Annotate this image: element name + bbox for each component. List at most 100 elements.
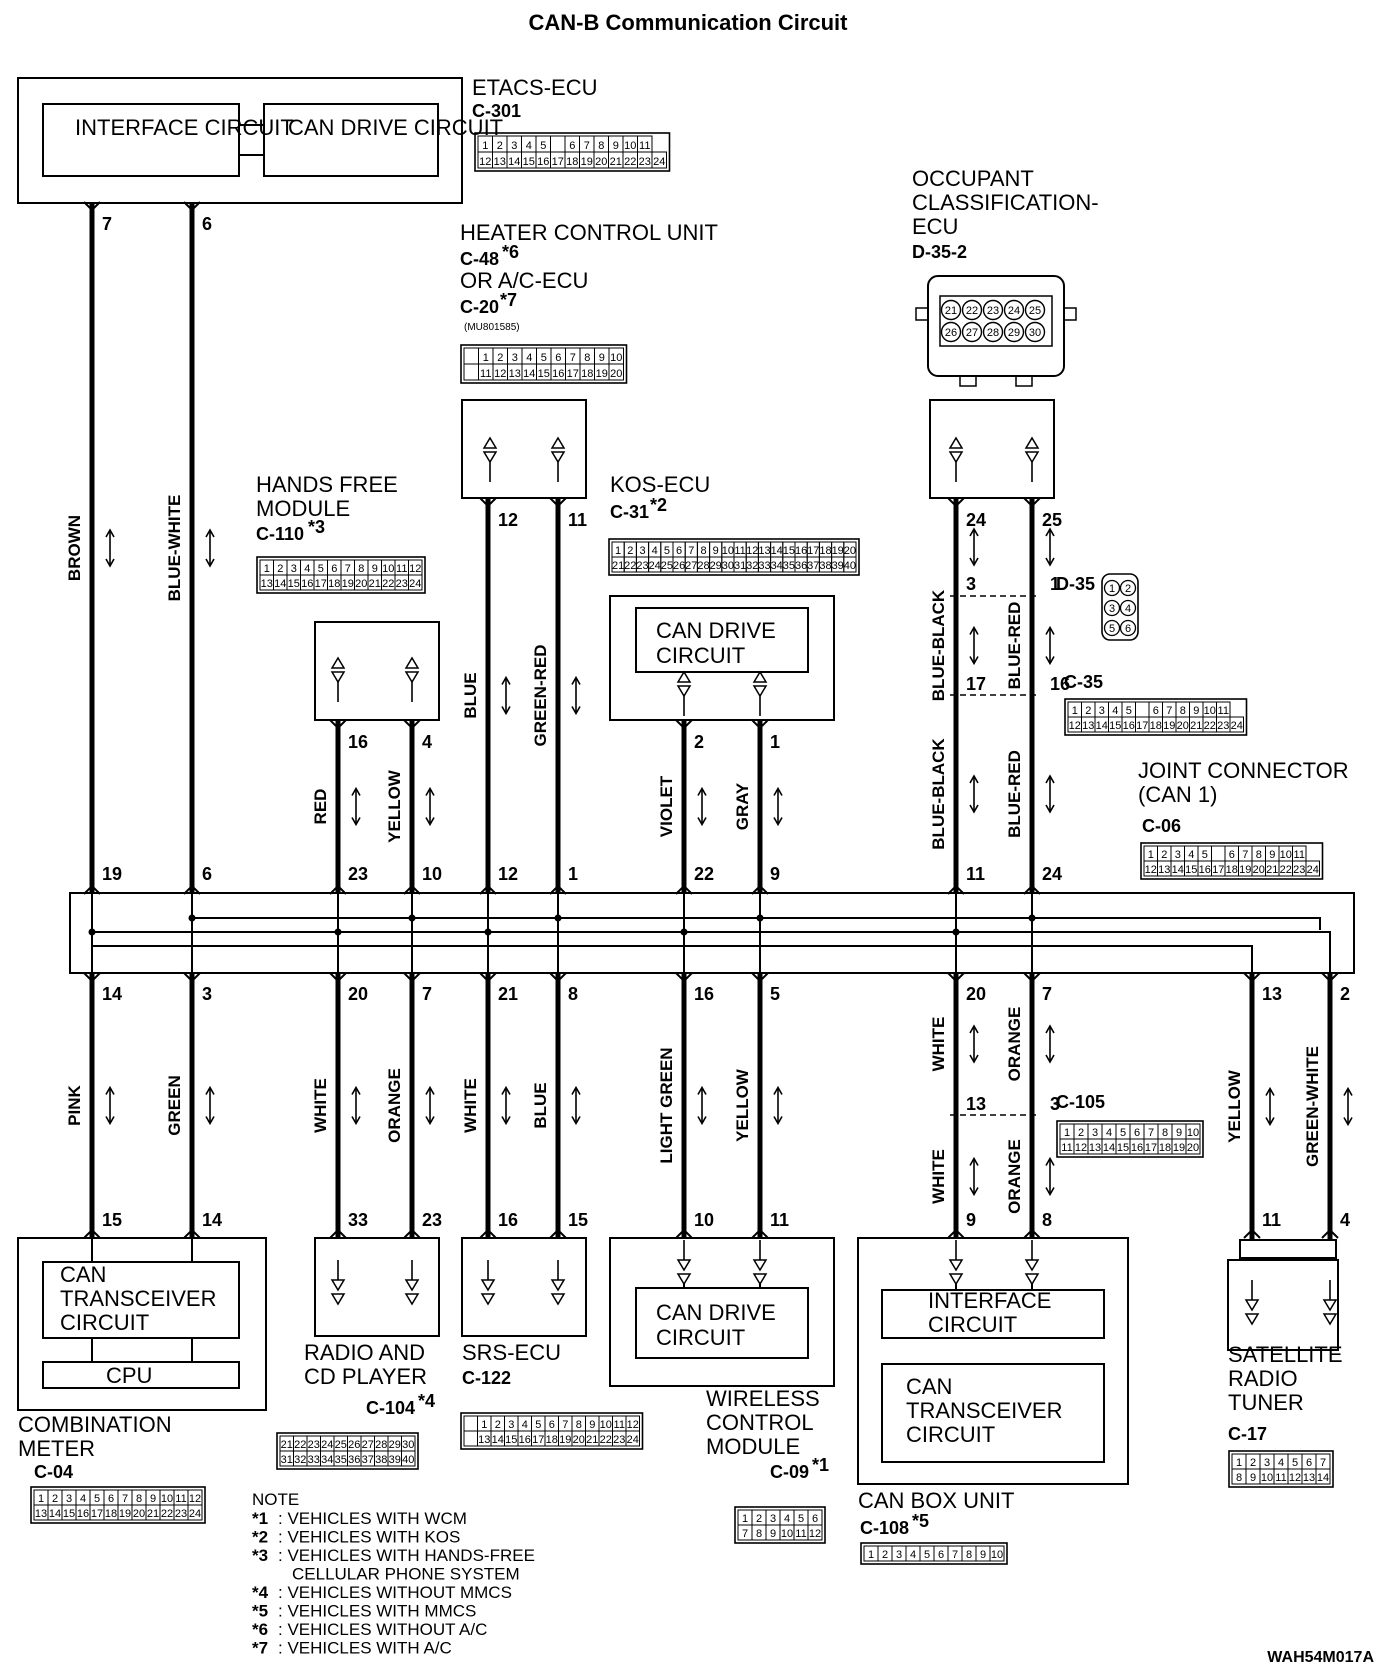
connector-cell	[807, 1524, 823, 1541]
wireless-name-line2: CONTROL	[706, 1410, 814, 1435]
occupant-name-line1: OCCUPANT	[912, 166, 1034, 191]
connector-cell-number: 3	[639, 545, 645, 557]
connector-cell-number: 2	[495, 1419, 501, 1431]
connector-cell-number: 18	[581, 368, 593, 380]
connector-cell-number: 23	[639, 156, 651, 168]
wire-color-label: BLUE	[531, 1082, 550, 1128]
connector-cell-number: 14	[1096, 720, 1108, 732]
terminal-circle	[961, 299, 983, 321]
connector-cell-number: 12	[809, 1528, 821, 1540]
connector-cell-number: 4	[80, 1493, 86, 1505]
terminal-port-icon	[949, 1239, 963, 1285]
connector-cell-number: 15	[505, 1434, 517, 1446]
connector-cell-number: 6	[676, 545, 682, 557]
terminal-port-icon	[1025, 1239, 1039, 1285]
connector-cell	[843, 556, 857, 573]
connector-cell-number: 3	[770, 1513, 776, 1525]
updown-arrow-icon	[969, 1025, 979, 1063]
connector-cell-number: 11	[1275, 1472, 1286, 1484]
connector-cell-number: 29	[710, 560, 722, 572]
wire-color-label: BLUE-RED	[1005, 750, 1024, 838]
etacs-block-candrive: CAN DRIVE CIRCUIT	[288, 115, 503, 140]
connector-cell-number: 11	[639, 140, 650, 152]
connector-cell-number: 3	[1175, 849, 1181, 861]
connector-outline	[460, 1412, 644, 1450]
note-mark: *4	[252, 1583, 269, 1602]
wire-color-label: YELLOW	[385, 769, 404, 843]
connector-cell	[1185, 1138, 1201, 1155]
terminal-circle	[982, 321, 1004, 343]
connector-cell-number: 21	[610, 156, 622, 168]
connector-cell	[408, 574, 423, 591]
connector-cell-number: 16	[795, 545, 807, 557]
connector-outline	[1056, 1120, 1204, 1158]
connector-cell-number: 15	[1117, 1142, 1129, 1154]
d35-connector-id: D-35	[1056, 574, 1095, 594]
connector-cell-number: 7	[688, 545, 694, 557]
terminal-number: 26	[945, 327, 957, 339]
connector-cell-number: 23	[1217, 720, 1229, 732]
note-text: CELLULAR PHONE SYSTEM	[292, 1565, 520, 1584]
wire-color-label: RED	[311, 789, 330, 825]
connector-cell-number: 29	[389, 1439, 401, 1451]
connector-cell-number: 9	[150, 1493, 156, 1505]
wireless-block-line2: CIRCUIT	[656, 1325, 745, 1350]
connector-cell-number: 15	[1109, 720, 1121, 732]
connector-cell-number: 11	[734, 545, 745, 557]
connector-cell-number: 8	[700, 545, 706, 557]
pin-number: 12	[498, 510, 518, 530]
terminal-port-icon	[753, 1239, 767, 1285]
connector-cell-number: 17	[315, 578, 327, 590]
connector-cell-number: 3	[1092, 1127, 1098, 1139]
updown-arrow-icon	[1045, 626, 1055, 665]
connector-cell-number: 8	[1162, 1127, 1168, 1139]
etacs-ecu: INTERFACE CIRCUIT CAN DRIVE CIRCUIT ETAC…	[17, 75, 671, 204]
connector-cell-number: 16	[77, 1508, 89, 1520]
connector-cell-number: 24	[409, 578, 421, 590]
connector-cell-number: 12	[1075, 1142, 1087, 1154]
joint-pin-bottom: 5	[770, 984, 780, 1004]
satellite-connector-id: C-17	[1228, 1424, 1267, 1444]
connector-cell-number: 8	[966, 1549, 972, 1561]
connector-cell-number: 21	[1266, 864, 1278, 876]
srs-name: SRS-ECU	[462, 1340, 561, 1365]
connector-cell-number: 16	[1199, 864, 1211, 876]
figure-code: WAH54M017A	[1267, 1649, 1374, 1666]
updown-arrow-icon	[969, 626, 979, 665]
connector-cell-number: 14	[771, 545, 783, 557]
connector-cell	[550, 135, 566, 153]
connector-cell-number: 10	[722, 545, 734, 557]
connector-cell	[187, 1504, 203, 1521]
connector-outline	[1140, 842, 1324, 880]
wire-color-label: PINK	[65, 1084, 84, 1125]
connector-cell-number: 6	[1134, 1127, 1140, 1139]
connector-cell-number: 8	[1180, 705, 1186, 717]
connector-cell-number: 20	[1177, 720, 1189, 732]
connector-cell	[625, 1430, 640, 1447]
note-text: : VEHICLES WITHOUT A/C	[278, 1620, 487, 1639]
connector-cell-number: 12	[627, 1419, 639, 1431]
pin-number: 16	[1050, 674, 1070, 694]
connector-cell-number: 1	[742, 1513, 748, 1525]
terminal-port-icon	[677, 671, 691, 717]
connector-outline	[1228, 1450, 1334, 1488]
wireless-connector-id: C-09	[770, 1462, 809, 1482]
connector-cell-number: 15	[1185, 864, 1197, 876]
joint-pin-bottom: 14	[102, 984, 122, 1004]
note-mark: *5	[252, 1602, 268, 1621]
updown-arrow-icon	[1045, 528, 1055, 566]
connector-cell-number: 32	[746, 560, 758, 572]
terminal-port-icon	[551, 437, 565, 483]
wire-color-label: BLUE-RED	[1005, 602, 1024, 690]
connector-cell-number: 9	[980, 1549, 986, 1561]
connector-cell-number: 21	[1190, 720, 1202, 732]
connector-cell-number: 17	[91, 1508, 103, 1520]
connector-cell-number: 10	[161, 1493, 173, 1505]
connector-cell-number: 1	[483, 352, 489, 364]
connector-cell-number: 40	[402, 1454, 414, 1466]
connector-cell	[1305, 860, 1320, 877]
